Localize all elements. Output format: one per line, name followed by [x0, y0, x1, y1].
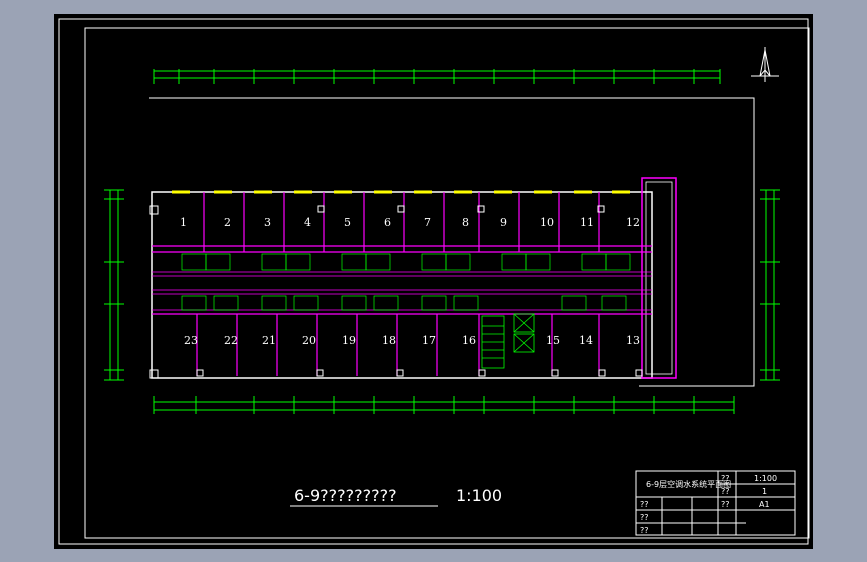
room-label-top-12: 12 [626, 216, 640, 229]
tb-cell-2: ?? [721, 487, 730, 496]
room-label-top-11: 11 [580, 216, 594, 229]
left-dimension-chain [104, 189, 124, 381]
room-label-bottom-22: 22 [224, 334, 238, 347]
room-label-bottom-16: 16 [462, 334, 476, 347]
room-label-bottom-14: 14 [579, 334, 593, 347]
room-label-top-3: 3 [264, 216, 271, 229]
title-block [635, 470, 796, 536]
room-label-top-7: 7 [424, 216, 431, 229]
room-label-bottom-18: 18 [382, 334, 396, 347]
room-label-top-1: 1 [180, 216, 187, 229]
tb-cell-0: ?? [721, 474, 730, 483]
bathroom-modules [181, 253, 631, 311]
tb-cell-8: ?? [640, 526, 649, 535]
room-label-top-8: 8 [462, 216, 469, 229]
north-arrow-icon [751, 47, 779, 82]
site-boundary [149, 97, 755, 387]
room-label-bottom-19: 19 [342, 334, 356, 347]
room-partitions-top [152, 192, 652, 253]
stair-core [481, 313, 535, 369]
corridor-pipes [152, 271, 652, 315]
title-block-drawing-name: 6-9层空调水系统平面图 [646, 479, 731, 489]
room-label-top-2: 2 [224, 216, 231, 229]
tb-cell-3: 1 [762, 487, 767, 496]
room-label-bottom-20: 20 [302, 334, 316, 347]
tb-cell-4: ?? [721, 500, 730, 509]
room-label-bottom-13: 13 [626, 334, 640, 347]
room-label-bottom-23: 23 [184, 334, 198, 347]
drawing-scale: 1:100 [456, 486, 502, 505]
tb-cell-1: 1:100 [754, 474, 777, 483]
inner-frame [84, 27, 810, 539]
room-label-top-9: 9 [500, 216, 507, 229]
room-label-bottom-15: 15 [546, 334, 560, 347]
bottom-wall-columns [149, 205, 643, 379]
bottom-dimension-chain [153, 396, 735, 414]
room-label-top-4: 4 [304, 216, 311, 229]
room-label-top-6: 6 [384, 216, 391, 229]
top-dimension-chain [153, 69, 721, 84]
right-dimension-chain [760, 189, 780, 381]
drawing-title: 6-9????????? [294, 486, 397, 505]
outer-frame [58, 18, 809, 545]
room-label-bottom-17: 17 [422, 334, 436, 347]
tb-cell-7: ?? [640, 513, 649, 522]
room-label-top-5: 5 [344, 216, 351, 229]
room-label-bottom-21: 21 [262, 334, 276, 347]
tb-cell-6: ?? [640, 500, 649, 509]
room-partitions-bottom [152, 313, 652, 376]
tb-cell-5: A1 [759, 500, 770, 509]
room-label-top-10: 10 [540, 216, 554, 229]
